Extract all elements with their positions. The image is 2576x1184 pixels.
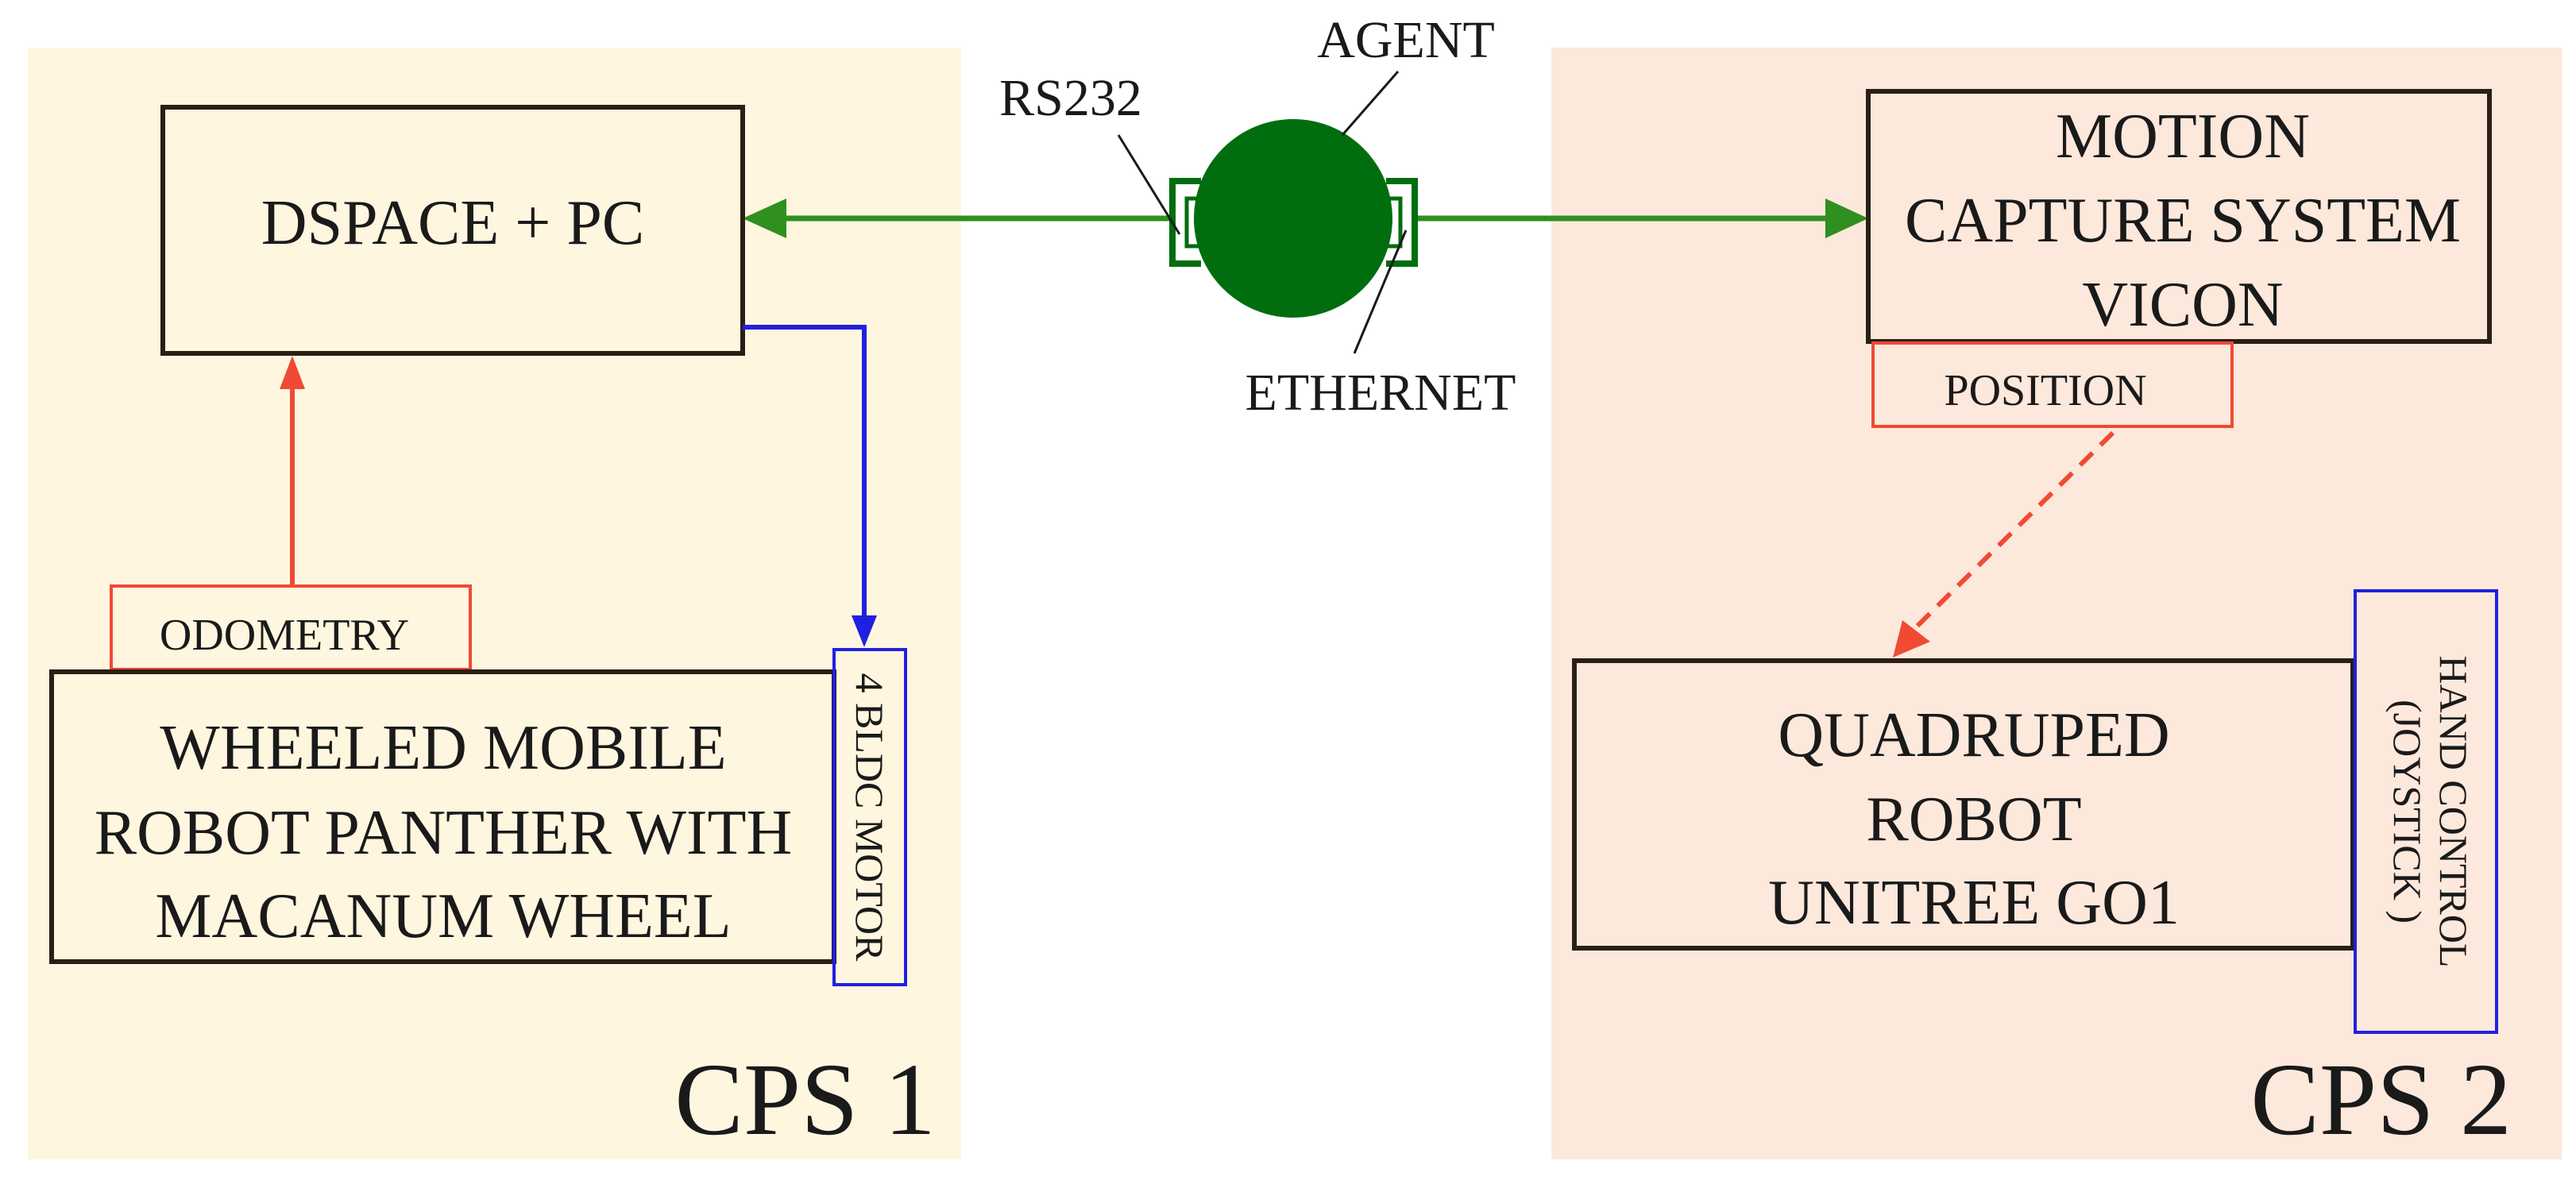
arrowhead-to-mocap: [1825, 199, 1868, 238]
cps1-label: CPS 1: [674, 1043, 936, 1157]
hand-control-text-group: HAND CONTROL (JOYSTICK ): [2385, 655, 2476, 967]
arrowhead-to-dspace: [743, 199, 786, 238]
agent-label: AGENT: [1317, 11, 1495, 69]
quadruped-box: [1572, 658, 2355, 951]
mocap-line-3: VICON: [2082, 270, 2283, 340]
quadruped-line-1: QUADRUPED: [1778, 700, 2169, 770]
rs232-leader-line: [1117, 134, 1181, 235]
mocap-line-1: MOTION: [2056, 102, 2310, 172]
cps1-region: [28, 48, 961, 1159]
position-tag: [1871, 341, 2234, 428]
agent-node: [1194, 119, 1392, 318]
motor-arrowhead: [852, 615, 877, 647]
cps2-label: CPS 2: [2250, 1043, 2512, 1157]
position-label: POSITION: [1944, 366, 2146, 415]
ethernet-port-icon: [1386, 178, 1418, 267]
mocap-line-2: CAPTURE SYSTEM: [1905, 186, 2461, 256]
odometry-label: ODOMETRY: [160, 611, 409, 660]
ethernet-label: ETHERNET: [1246, 364, 1516, 422]
wheeled-robot-line-3: MACANUM WHEEL: [155, 881, 731, 951]
bldc-motor-tag: [832, 648, 907, 986]
agent-leader-line: [1341, 71, 1400, 136]
position-arrow-line: [1912, 430, 2115, 631]
quadruped-line-3: UNITREE GO1: [1768, 868, 2180, 938]
rs232-port-inner: [1184, 196, 1201, 249]
ethernet-port-inner: [1386, 196, 1403, 249]
cps2-region: [1551, 48, 2562, 1159]
dspace-pc-box: [160, 105, 745, 356]
quadruped-line-2: ROBOT: [1866, 785, 2081, 854]
odometry-arrowhead: [280, 356, 305, 389]
motor-arrow-line: [743, 325, 867, 615]
position-arrowhead: [1893, 620, 1930, 658]
rs232-label: RS232: [999, 69, 1142, 127]
wheeled-robot-line-1: WHEELED MOBILE: [160, 713, 726, 783]
dspace-pc-label: DSPACE + PC: [261, 188, 644, 258]
hand-control-line-2: (JOYSTICK ): [2385, 700, 2430, 924]
wheeled-robot-line-2: ROBOT PANTHER WITH: [95, 798, 793, 868]
ethernet-leader-line: [1353, 229, 1408, 354]
hand-control-tag: [2354, 589, 2498, 1034]
bldc-motor-label: 4 BLDC MOTOR: [848, 673, 892, 962]
hand-control-line-1: HAND CONTROL: [2431, 655, 2476, 967]
